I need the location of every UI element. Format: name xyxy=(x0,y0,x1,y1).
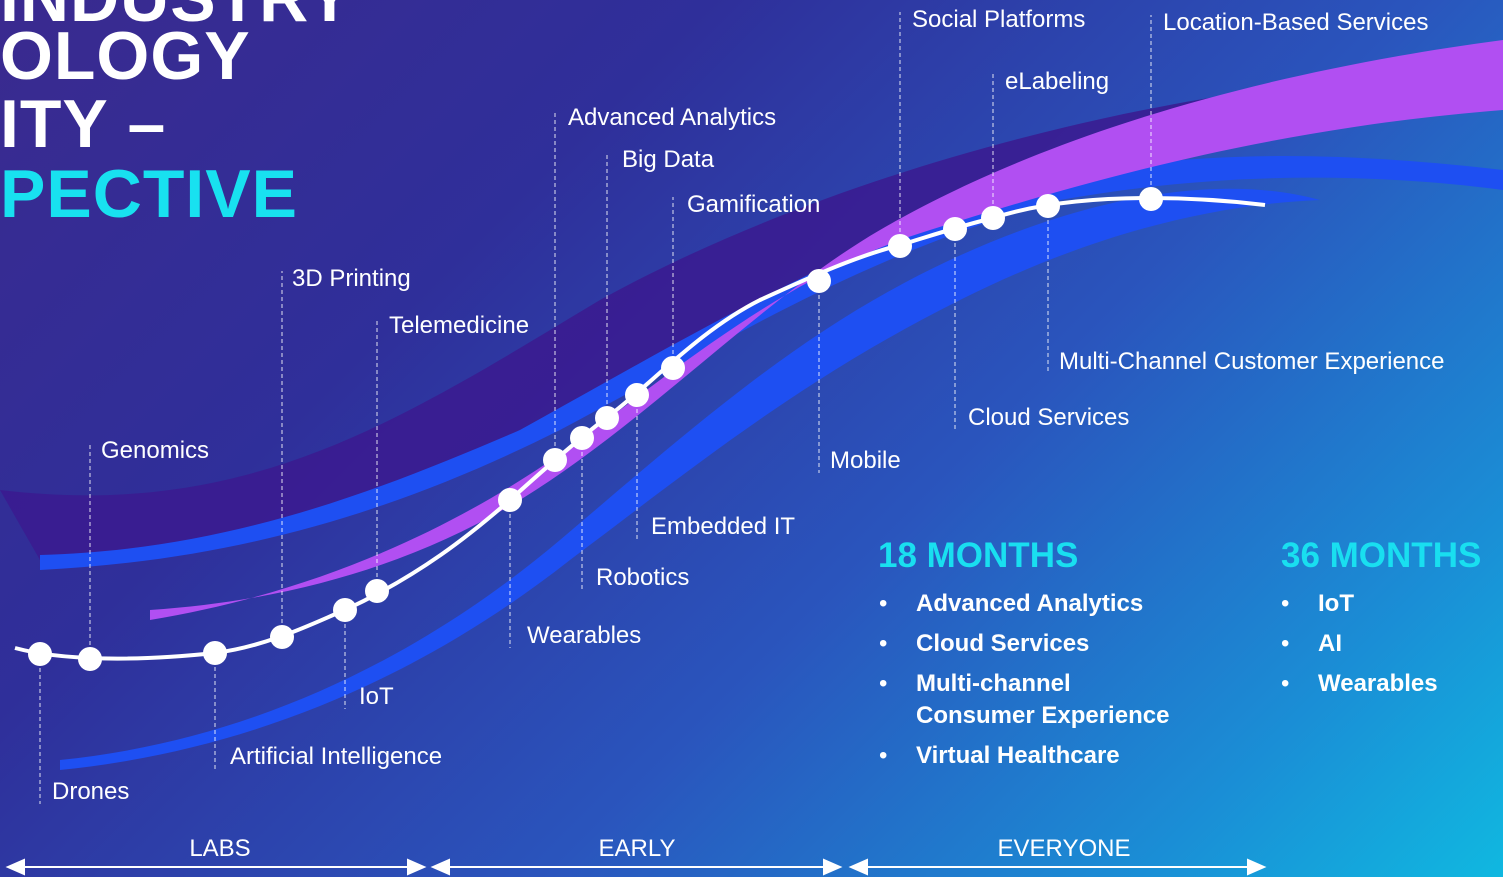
technology-label: Genomics xyxy=(101,437,210,464)
technology-marker xyxy=(1036,194,1060,218)
technology-marker xyxy=(981,206,1005,230)
technology-label: Multi-Channel Customer Experience xyxy=(1059,348,1445,375)
ribbon-purple xyxy=(150,40,1503,620)
technology-marker xyxy=(28,642,52,666)
technology-label: Embedded IT xyxy=(651,513,796,540)
section-heading: 36 MONTHS xyxy=(1281,536,1482,575)
outlook-list: IoT AI Wearables xyxy=(1281,588,1491,708)
technology-label: Cloud Services xyxy=(968,404,1130,431)
arrow-left-icon xyxy=(430,858,450,876)
list-item: Wearables xyxy=(1281,668,1491,700)
arrow-right-icon xyxy=(407,858,427,876)
list-item: AI xyxy=(1281,628,1491,660)
technology-marker xyxy=(661,356,685,380)
technology-label: eLabeling xyxy=(1005,68,1110,95)
technology-marker xyxy=(595,406,619,430)
title-line: INDUSTRY xyxy=(0,0,353,32)
list-item: Virtual Healthcare xyxy=(879,740,1219,772)
technology-label: Drones xyxy=(52,778,130,805)
technology-label: Artificial Intelligence xyxy=(230,743,443,770)
phase-arrows xyxy=(5,858,1267,876)
technology-label: Social Platforms xyxy=(912,6,1086,33)
phase-label-labs: LABS xyxy=(189,835,251,862)
technology-marker xyxy=(888,234,912,258)
list-item: IoT xyxy=(1281,588,1491,620)
technology-marker xyxy=(333,598,357,622)
technology-label: IoT xyxy=(359,683,394,710)
technology-label: Gamification xyxy=(687,191,821,218)
technology-marker xyxy=(543,448,567,472)
arrow-right-icon xyxy=(823,858,843,876)
title-line: OLOGY xyxy=(0,18,251,94)
list-item: Multi-channel Consumer Experience xyxy=(879,668,1176,732)
ribbon-dark-upper xyxy=(0,55,1503,560)
arrow-left-icon xyxy=(848,858,868,876)
phase-label-everyone: EVERYONE xyxy=(997,835,1131,862)
technology-marker xyxy=(498,488,522,512)
technology-marker xyxy=(78,647,102,671)
title-line: ITY – xyxy=(0,86,167,162)
list-item: Advanced Analytics xyxy=(879,588,1219,620)
technology-marker xyxy=(570,426,594,450)
technology-marker xyxy=(625,383,649,407)
section-heading: 18 MONTHS xyxy=(878,536,1079,575)
technology-label: Mobile xyxy=(830,447,901,474)
technology-label: Advanced Analytics xyxy=(568,104,777,131)
technology-label: Location-Based Services xyxy=(1163,9,1429,36)
technology-marker xyxy=(807,269,831,293)
technology-marker xyxy=(203,641,227,665)
technology-marker xyxy=(270,625,294,649)
outlook-list: Advanced Analytics Cloud Services Multi-… xyxy=(879,588,1219,780)
technology-label: Big Data xyxy=(622,146,715,173)
technology-marker xyxy=(943,217,967,241)
arrow-left-icon xyxy=(5,858,25,876)
technology-label: Telemedicine xyxy=(389,312,530,339)
technology-label: Robotics xyxy=(596,564,690,591)
technology-marker xyxy=(1139,187,1163,211)
list-item: Cloud Services xyxy=(879,628,1219,660)
technology-label: 3D Printing xyxy=(292,265,411,292)
arrow-right-icon xyxy=(1247,858,1267,876)
technology-label: Wearables xyxy=(527,622,642,649)
phase-label-early: EARLY xyxy=(598,835,676,862)
technology-marker xyxy=(365,579,389,603)
title-line: PECTIVE xyxy=(0,156,298,232)
